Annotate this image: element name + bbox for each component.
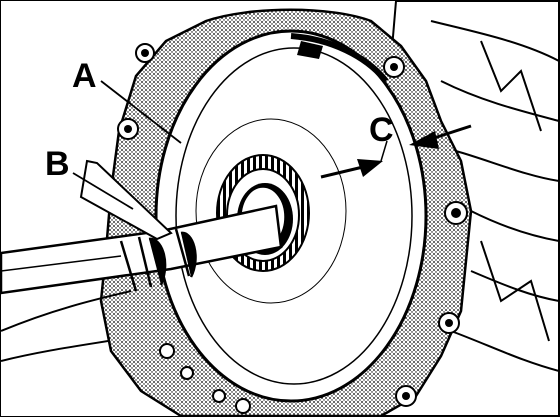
callout-label-c: C <box>369 111 394 149</box>
arrow-right-shaft <box>430 124 472 141</box>
callout-label-a: A <box>72 57 97 95</box>
arrow-right-head <box>409 131 439 149</box>
input-shaft <box>1 204 283 332</box>
leader-a <box>100 80 182 144</box>
arrow-left-shaft <box>320 165 364 179</box>
feeler-gauge <box>79 159 173 241</box>
callout-label-b: B <box>45 145 70 183</box>
leader-c <box>380 140 388 162</box>
leader-b <box>72 172 134 210</box>
arrow-left-head <box>357 159 383 177</box>
leader-lines <box>72 80 182 210</box>
dimension-arrows <box>320 124 472 179</box>
